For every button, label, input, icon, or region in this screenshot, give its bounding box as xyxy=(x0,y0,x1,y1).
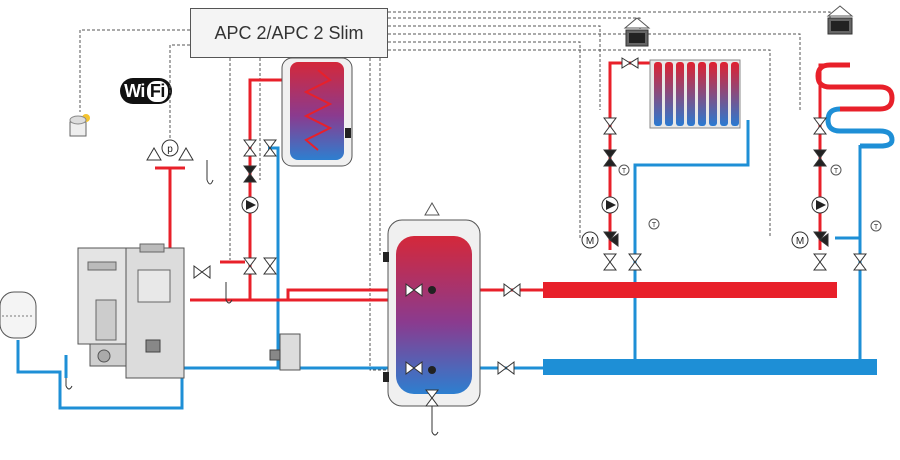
floor-heating-coil xyxy=(815,62,895,149)
mixing-valves: M M xyxy=(581,231,829,249)
outdoor-sensor xyxy=(69,114,90,137)
svg-text:T: T xyxy=(652,222,657,229)
pressure-gauge: p xyxy=(146,139,194,161)
drain-valves xyxy=(65,160,439,436)
svg-text:T: T xyxy=(874,224,879,231)
svg-text:T: T xyxy=(622,168,627,175)
controller-label: APC 2/APC 2 Slim xyxy=(214,22,364,43)
room-panels xyxy=(623,5,854,47)
dhw-tank xyxy=(281,57,353,167)
valves xyxy=(193,57,867,407)
svg-text:T: T xyxy=(834,168,839,175)
boiler xyxy=(77,243,185,379)
controller-box: APC 2/APC 2 Slim xyxy=(190,8,388,58)
temperature-sensors: T T T T xyxy=(618,164,882,232)
hot-pipes xyxy=(155,61,850,302)
wifi-label-wi: Wi xyxy=(124,80,145,101)
expansion-vessel xyxy=(0,291,37,339)
wifi-label-fi: Fi xyxy=(146,80,168,102)
svg-text:p: p xyxy=(167,144,173,155)
mixing-unit xyxy=(269,333,301,371)
pumps xyxy=(241,196,829,214)
radiator xyxy=(649,59,741,129)
cold-header xyxy=(543,359,877,375)
buffer-tank xyxy=(383,202,481,407)
svg-text:M: M xyxy=(796,236,804,247)
svg-text:M: M xyxy=(586,236,594,247)
hot-header xyxy=(543,282,837,298)
